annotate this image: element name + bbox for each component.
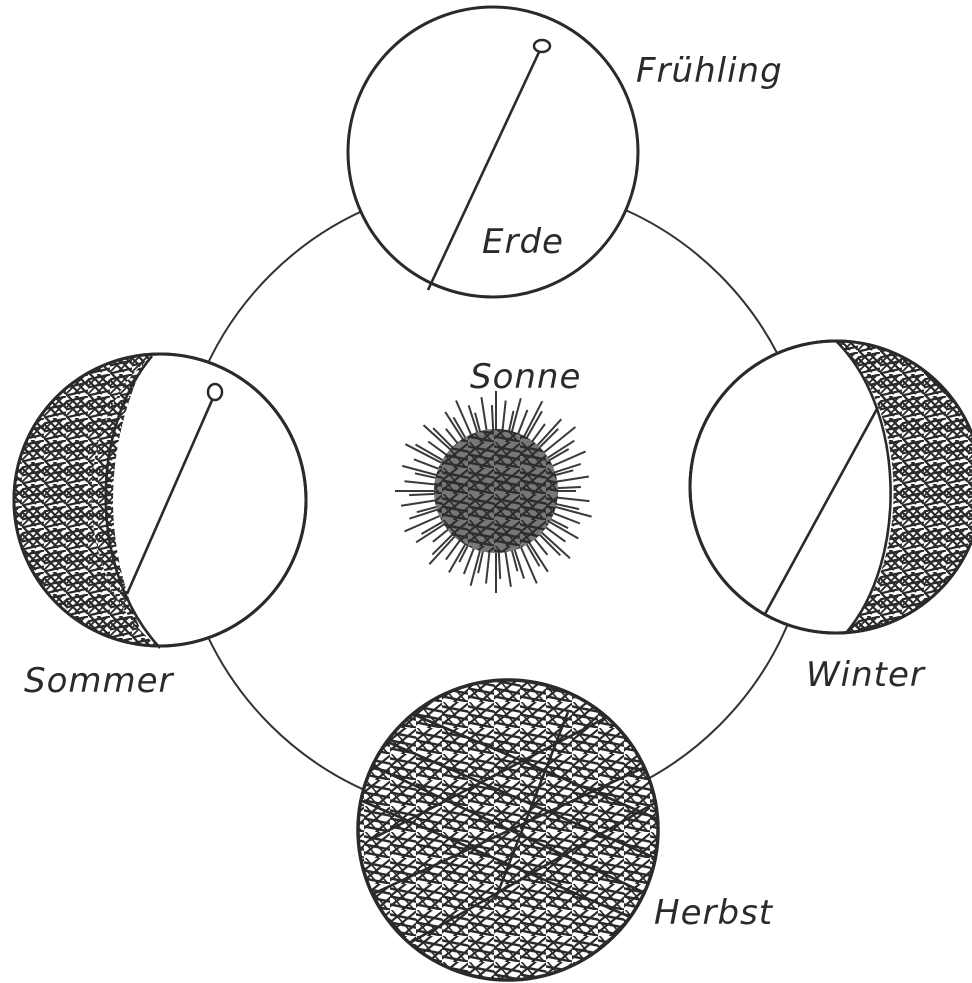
sun-ray bbox=[481, 397, 487, 434]
label-sun: Sonne bbox=[470, 357, 581, 397]
sun-ray bbox=[545, 441, 575, 460]
sun-ray bbox=[405, 444, 444, 464]
sun-ray bbox=[405, 481, 439, 485]
sun-ray bbox=[553, 477, 589, 483]
sun-ray bbox=[445, 412, 465, 442]
sun-ray bbox=[499, 549, 501, 579]
label-summer: Sommer bbox=[24, 661, 175, 701]
north-pole-marker bbox=[534, 40, 550, 52]
earth-summer bbox=[0, 354, 306, 648]
label-spring: Frühling bbox=[636, 51, 783, 91]
label-earth: Erde bbox=[482, 222, 564, 262]
earth-autumn bbox=[358, 680, 660, 980]
sun-ray bbox=[554, 497, 590, 501]
sun-ray bbox=[449, 541, 467, 572]
north-pole-marker bbox=[208, 384, 222, 400]
sun-ray bbox=[554, 487, 581, 488]
sun-ray bbox=[409, 494, 438, 495]
sun-ray bbox=[525, 411, 542, 441]
label-winter: Winter bbox=[806, 655, 926, 695]
sun-ray bbox=[543, 525, 566, 542]
label-autumn: Herbst bbox=[654, 893, 774, 933]
sun-ray bbox=[502, 401, 506, 434]
sun-ray bbox=[416, 445, 446, 463]
sun-ray bbox=[505, 548, 511, 587]
earth-winter bbox=[690, 341, 972, 633]
sun-ray bbox=[486, 549, 490, 584]
sun-ray bbox=[523, 401, 543, 439]
sun-ray bbox=[401, 500, 439, 506]
sun-ray bbox=[546, 520, 578, 539]
sun bbox=[395, 391, 592, 593]
sun-ray bbox=[492, 405, 493, 433]
